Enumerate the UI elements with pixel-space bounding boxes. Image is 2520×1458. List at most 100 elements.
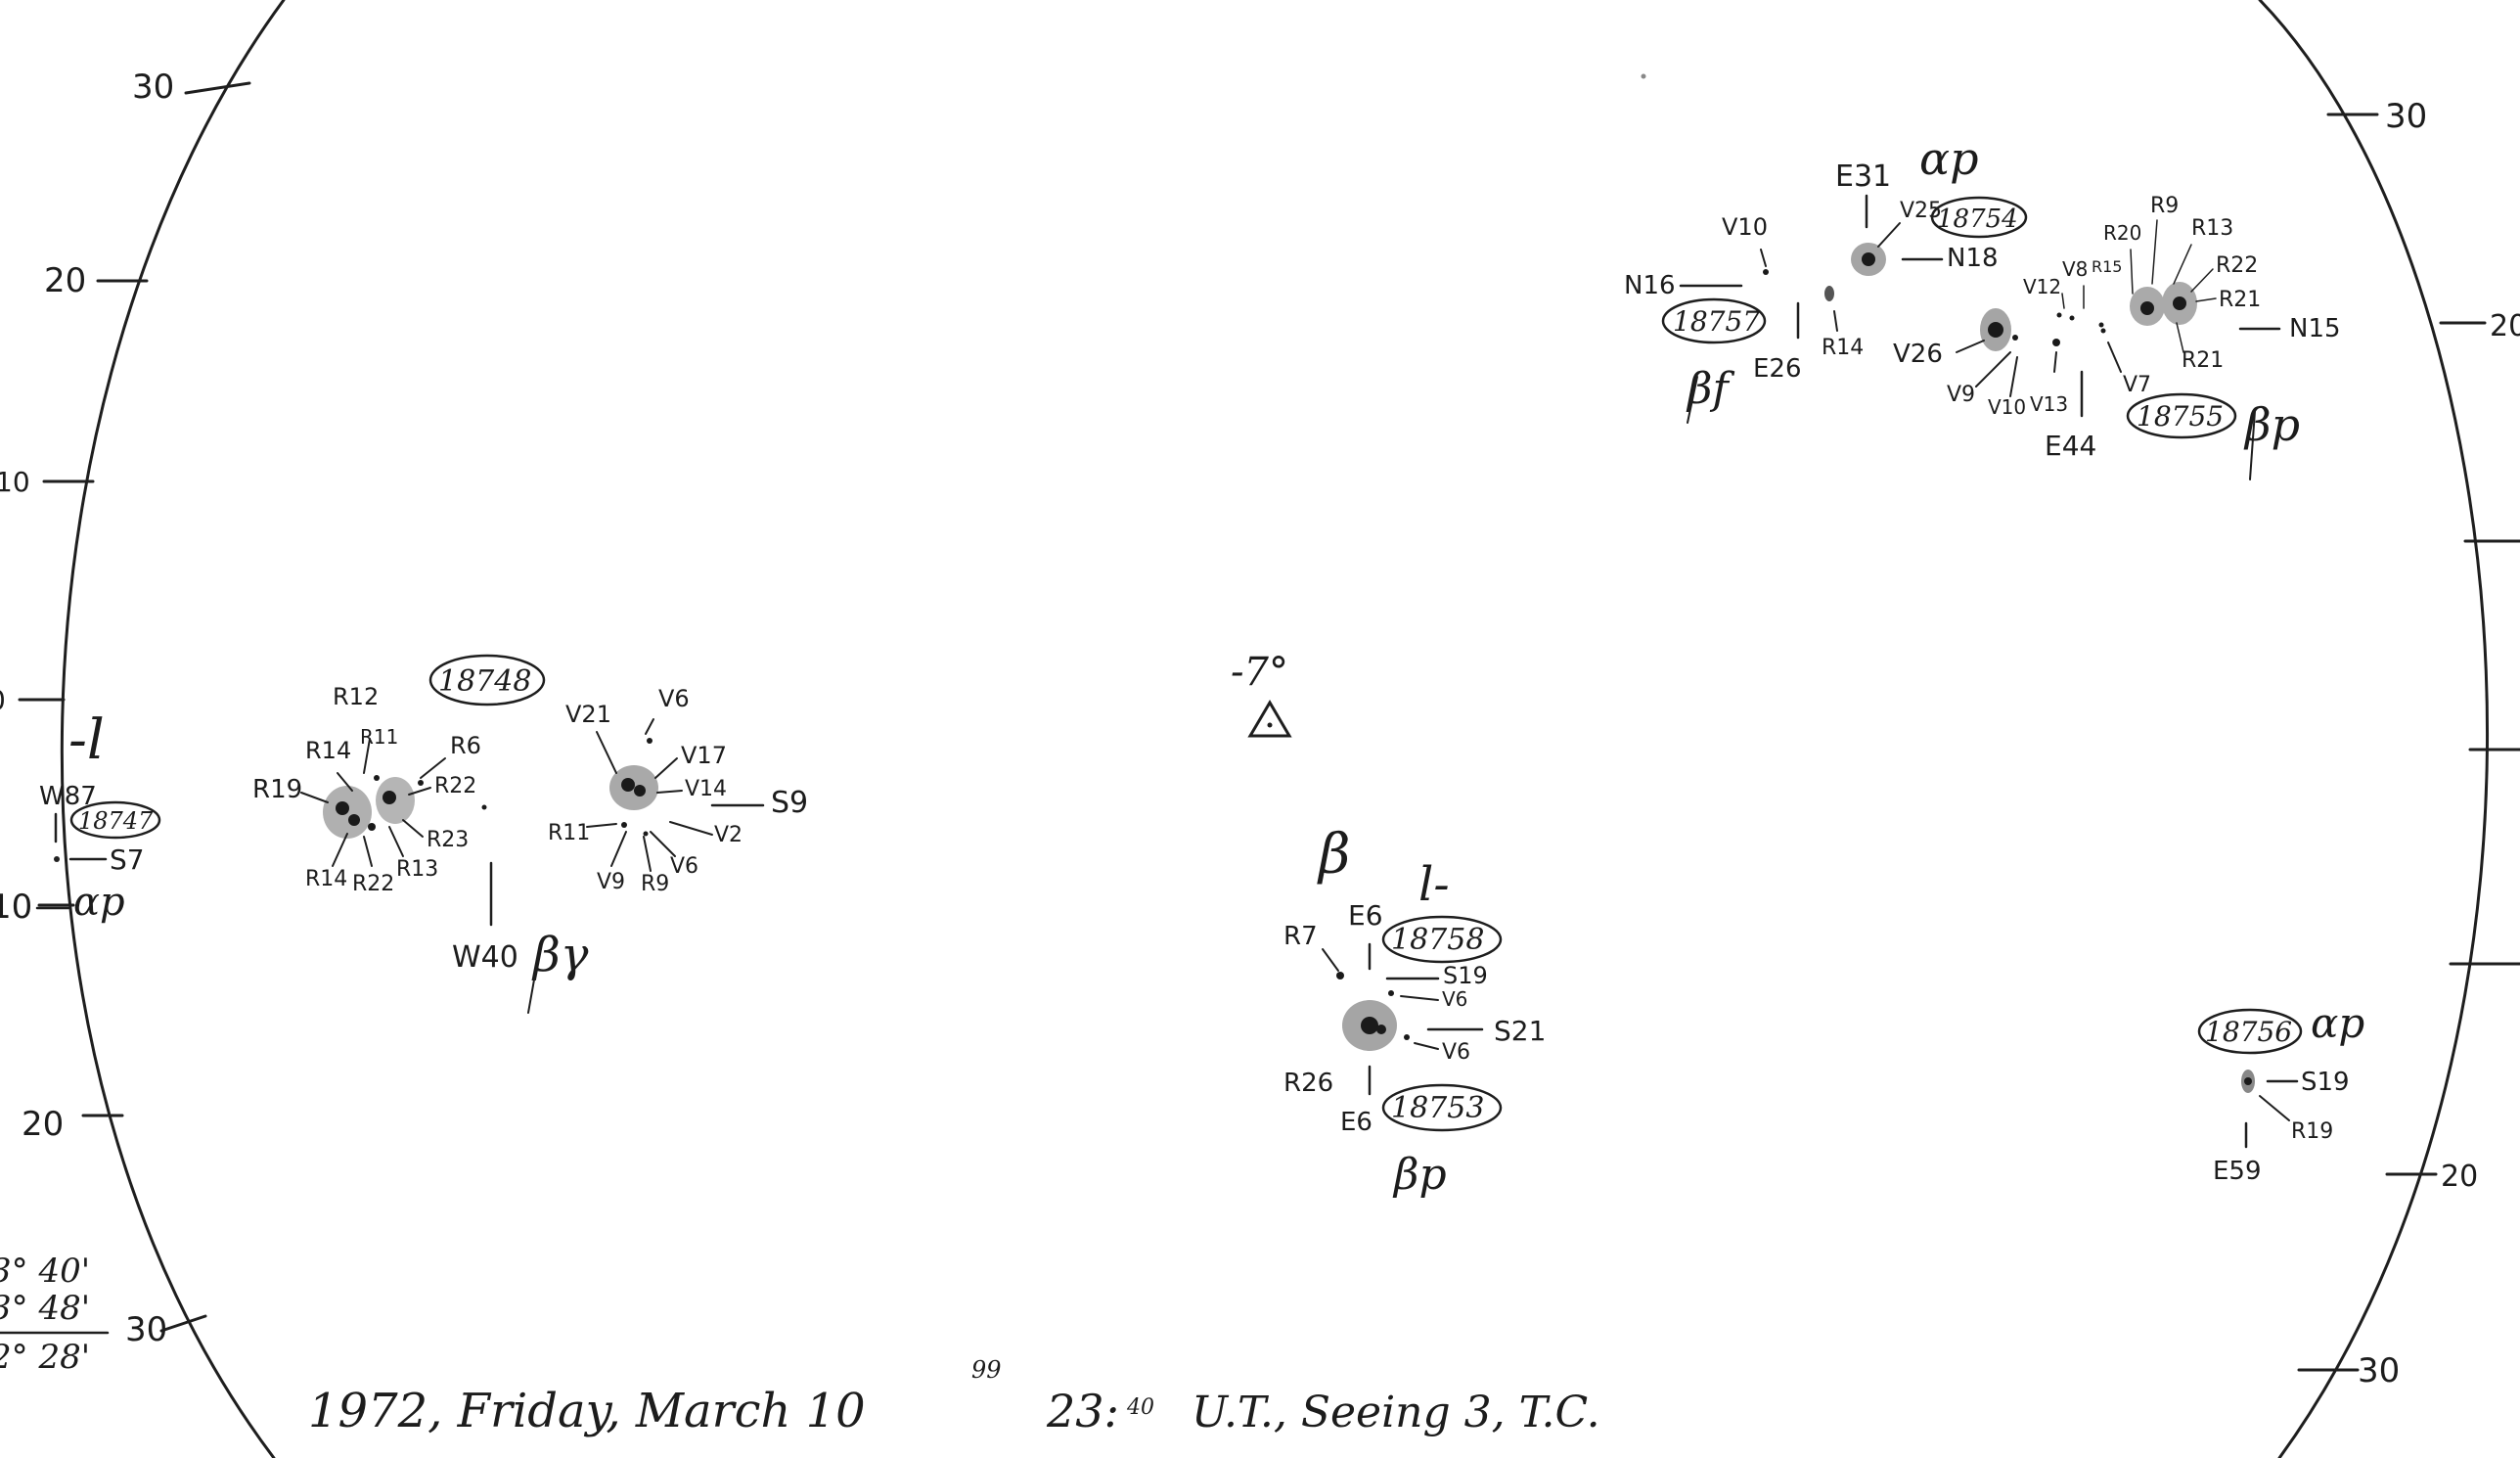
r18755-label-V12: V12 — [2023, 275, 2061, 298]
r18748-label-R14-top: R14 — [305, 737, 351, 764]
left-latitude-scale: 30 20 10 0 10 20 30 — [0, 68, 251, 1349]
region-18748-number: 18748 — [438, 664, 531, 699]
region-18753-latitude: S21 — [1494, 1015, 1546, 1047]
solar-limb-left — [60, 0, 286, 1458]
region-18755-longitude: E44 — [2045, 430, 2096, 462]
r18748-label-R6: R6 — [450, 732, 481, 759]
footer-time: 23: — [1046, 1385, 1119, 1437]
region-18753-number: 18753 — [1391, 1091, 1484, 1125]
r18755-label-R9: R9 — [2150, 194, 2179, 218]
r18748-label-R11-lower: R11 — [548, 821, 590, 845]
region-18758-class: β — [1317, 823, 1350, 887]
r18755-label-R13: R13 — [2191, 216, 2233, 241]
r18748-label-R22-right: R22 — [434, 774, 476, 798]
scale-left-10-bottom: 10 — [0, 888, 32, 927]
r18755-label-V26: V26 — [1893, 340, 1943, 369]
corner-note-3: 2° 28' — [0, 1338, 90, 1377]
r18748-label-V6-bottom: V6 — [670, 854, 698, 879]
r18748-label-V6-top: V6 — [658, 685, 690, 712]
corner-notes: 3° 40' 3° 48' 2° 28' — [0, 1252, 110, 1377]
center-triangle-icon — [1247, 700, 1292, 738]
center-angle-label: -7° — [1231, 650, 1288, 695]
scale-left-10-top: 10 — [0, 466, 30, 498]
r18758-label-R7: R7 — [1283, 922, 1318, 951]
r18748-label-R22-bottom: R22 — [352, 872, 394, 896]
region-18747-class2: αp — [73, 880, 125, 925]
solar-limb-right — [2258, 0, 2489, 1458]
r18748-label-R12: R12 — [333, 683, 379, 710]
region-18757-longitude: E26 — [1753, 354, 1802, 384]
region-18758-latitude: S19 — [1443, 962, 1488, 989]
r18753-label-R26: R26 — [1283, 1069, 1333, 1098]
r18755-label-V13: V13 — [2030, 392, 2068, 416]
r18755-label-R22: R22 — [2216, 253, 2258, 278]
r18755-label-V8: V8 — [2062, 257, 2088, 281]
region-18748-latitude: S9 — [771, 786, 808, 820]
r18748-label-V14: V14 — [685, 777, 727, 801]
r18755-label-V7: V7 — [2123, 373, 2151, 397]
scale-right-20-top: 20 — [2490, 309, 2520, 343]
scale-right-30-bottom: 30 — [2358, 1351, 2400, 1390]
r18748-label-R19: R19 — [252, 775, 302, 804]
footer-caption: 1972, Friday, March 10 99 23: 40 U.T., S… — [308, 1356, 1600, 1438]
scale-left-20-top: 20 — [44, 261, 86, 300]
r18757-label-R14: R14 — [1822, 336, 1864, 360]
region-18748-longitude: W40 — [452, 940, 518, 975]
scale-right-30-top: 30 — [2385, 97, 2427, 136]
region-18753-longitude: E6 — [1340, 1108, 1372, 1137]
region-18758-number: 18758 — [1391, 923, 1484, 957]
region-18756-latitude: S19 — [2301, 1068, 2350, 1097]
footer-time-minutes: 40 — [1126, 1395, 1154, 1420]
region-18755: V26 V9 V10 V13 V12 V8 R15 R20 R9 R13 R22… — [1893, 194, 2341, 480]
region-18747: -l W87 18747 S7 αp — [35, 708, 161, 925]
r18748-label-R9: R9 — [641, 872, 669, 896]
r18748-label-R14-bottom: R14 — [305, 867, 347, 891]
region-18747-latitude: S7 — [110, 843, 145, 876]
r18757-label-V10: V10 — [1722, 213, 1768, 241]
region-18756-class: αp — [2311, 999, 2364, 1047]
r18748-label-V17: V17 — [681, 742, 727, 769]
r18758-label-V6: V6 — [1442, 987, 1467, 1011]
region-18748: 18748 R12 R14 R11 R6 R19 R22 R23 R14 R22… — [252, 654, 808, 1014]
region-18756: 18756 αp S19 R19 E59 — [2197, 999, 2364, 1186]
footer-observation-notes: U.T., Seeing 3, T.C. — [1192, 1388, 1600, 1437]
region-18757-number: 18757 — [1673, 305, 1760, 338]
region-18757-class: βf — [1686, 364, 1734, 414]
r18755-label-R15: R15 — [2092, 257, 2122, 276]
footer-date: 1972, Friday, March 10 — [308, 1384, 866, 1438]
region-18753-class: βp — [1392, 1150, 1447, 1200]
region-18757: V10 N16 18757 R14 E26 βf — [1624, 213, 1864, 424]
r18748-label-V21: V21 — [565, 701, 611, 728]
r18756-label-R19: R19 — [2291, 1119, 2333, 1144]
r18755-label-R21-right: R21 — [2219, 288, 2261, 312]
region-18754: E31 αp V25 18754 N18 — [1641, 73, 2028, 276]
scale-right-20-bottom: 20 — [2441, 1160, 2478, 1194]
region-18754-class: αp — [1919, 132, 1979, 185]
region-18755-latitude: N15 — [2289, 314, 2341, 343]
region-18755-number: 18755 — [2137, 400, 2224, 433]
region-18756-longitude: E59 — [2213, 1157, 2262, 1186]
region-18753: S21 V6 R26 E6 18753 βp — [1283, 1000, 1546, 1200]
r18753-label-V6: V6 — [1442, 1040, 1470, 1065]
r18755-label-V10: V10 — [1988, 395, 2026, 419]
center-marker: -7° — [1231, 650, 1292, 738]
region-18757-latitude: N16 — [1624, 271, 1676, 300]
r18748-label-R23: R23 — [427, 828, 469, 852]
region-18754-number: 18754 — [1937, 205, 2018, 234]
region-18758: β l- E6 18758 R7 S19 V6 — [1283, 823, 1503, 1011]
r18755-label-R21-lower: R21 — [2182, 348, 2224, 373]
corner-note-1: 3° 40' — [0, 1252, 90, 1291]
region-18747-number: 18747 — [78, 807, 154, 835]
region-18747-class: -l — [68, 708, 105, 772]
r18748-label-R13: R13 — [396, 857, 438, 882]
scale-left-30-top: 30 — [132, 68, 174, 107]
r18755-label-V9: V9 — [1947, 383, 1975, 407]
right-latitude-scale: 30 20 20 30 — [2297, 97, 2520, 1390]
region-18748-class: βγ — [531, 928, 589, 982]
region-18754-longitude: E31 — [1835, 159, 1891, 194]
r18755-label-R20: R20 — [2103, 221, 2141, 245]
scale-left-20-bottom: 20 — [22, 1105, 64, 1144]
scale-left-0: 0 — [0, 684, 6, 716]
r18748-label-V2: V2 — [714, 823, 742, 847]
